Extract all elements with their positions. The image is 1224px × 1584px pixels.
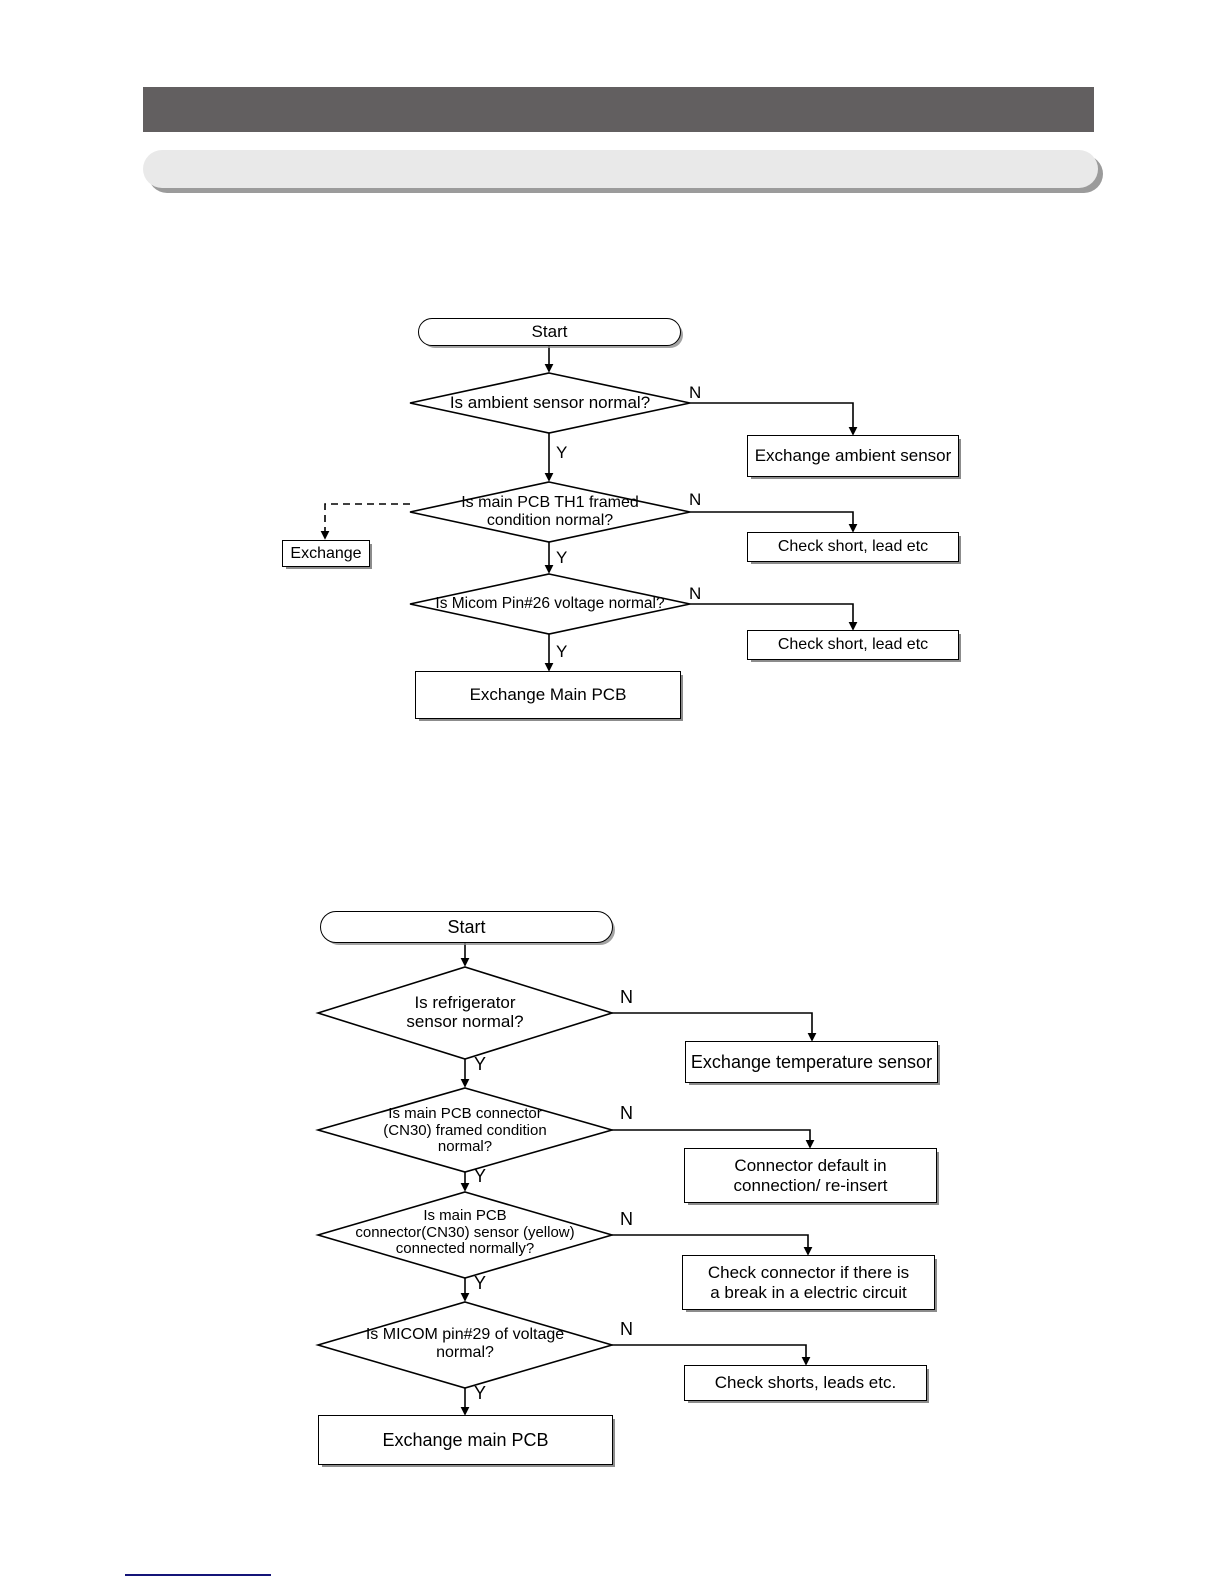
flow2-edge-label-y-2: Y bbox=[474, 1166, 487, 1186]
flow2-action-4-label: Check shorts, leads etc. bbox=[714, 1373, 897, 1393]
flow1-edge-label-n-3: N bbox=[689, 584, 702, 603]
flow2-decision-2-label-line2: (CN30) framed condition bbox=[383, 1121, 547, 1139]
flow2-edge-label-n-1: N bbox=[620, 987, 633, 1007]
flow1-action-4-label: Exchange Main PCB bbox=[469, 685, 627, 705]
flow2-start-terminator[interactable]: Start bbox=[320, 911, 613, 943]
flow2-action-exchange-temperature-sensor[interactable]: Exchange temperature sensor bbox=[685, 1041, 938, 1083]
flow2-decision-micom-pin29[interactable]: Is MICOM pin#29 of voltage normal? bbox=[330, 1323, 600, 1365]
flow2-edge-label-y-4: Y bbox=[474, 1383, 487, 1403]
flow2-action-2-label-line1: Connector default in bbox=[734, 1156, 887, 1176]
flow1-start-label: Start bbox=[531, 322, 568, 342]
flow1-action-2-label: Check short, lead etc bbox=[777, 538, 929, 556]
flow1-edge-label-y-1: Y bbox=[556, 443, 568, 462]
page-subheader-bar bbox=[143, 150, 1098, 188]
flow1-start-terminator[interactable]: Start bbox=[418, 318, 681, 346]
flow2-decision-1-label-line2: sensor normal? bbox=[406, 1012, 524, 1031]
flow2-decision-4-label-line1: Is MICOM pin#29 of voltage bbox=[365, 1326, 565, 1344]
flow1-decision-pcb-th1[interactable]: Is main PCB TH1 framed condition normal? bbox=[420, 492, 680, 532]
flow2-edge-label-y-1: Y bbox=[474, 1054, 487, 1074]
flow1-action-exchange-main-pcb[interactable]: Exchange Main PCB bbox=[415, 671, 681, 719]
flow2-action-3-label-line1: Check connector if there is bbox=[707, 1263, 910, 1283]
flow2-decision-4-label-line2: normal? bbox=[436, 1344, 494, 1361]
flow1-action-exchange-ambient-sensor[interactable]: Exchange ambient sensor bbox=[747, 435, 959, 477]
flow2-action-1-label: Exchange temperature sensor bbox=[690, 1051, 933, 1072]
flow2-action-5-label: Exchange main PCB bbox=[382, 1429, 549, 1450]
flow2-action-2-label-line2: connection/ re-insert bbox=[733, 1175, 888, 1195]
footer-divider-rule bbox=[125, 1574, 271, 1576]
flow1-decision-2-label-line1: Is main PCB TH1 framed bbox=[461, 494, 639, 512]
flow2-decision-pcb-connector-framed[interactable]: Is main PCB connector (CN30) framed cond… bbox=[335, 1103, 595, 1159]
page-header-bar bbox=[143, 87, 1094, 132]
flow1-decision-2-label-line2: condition normal? bbox=[486, 512, 614, 529]
flow2-decision-refrigerator-sensor[interactable]: Is refrigerator sensor normal? bbox=[335, 990, 595, 1034]
flow1-decision-ambient-sensor[interactable]: Is ambient sensor normal? bbox=[420, 392, 680, 414]
flow1-edge-label-y-2: Y bbox=[556, 548, 568, 567]
flow1-edge-label-y-3: Y bbox=[556, 642, 568, 661]
flow2-edge-label-n-4: N bbox=[620, 1319, 633, 1339]
flow2-decision-3-label-line2: connector(CN30) sensor (yellow) bbox=[355, 1223, 575, 1241]
flow1-action-check-short-lead-2[interactable]: Check short, lead etc bbox=[747, 630, 959, 660]
flow1-decision-micom-pin26[interactable]: Is Micom Pin#26 voltage normal? bbox=[412, 594, 688, 614]
flow1-edge-label-n-1: N bbox=[689, 383, 702, 402]
flow2-decision-2-label-line3: normal? bbox=[437, 1138, 493, 1156]
flow2-decision-pcb-connector-sensor-yellow[interactable]: Is main PCB connector(CN30) sensor (yell… bbox=[322, 1204, 608, 1262]
flow2-decision-1-label-line1: Is refrigerator bbox=[414, 992, 516, 1012]
flow2-action-check-shorts-leads[interactable]: Check shorts, leads etc. bbox=[684, 1365, 927, 1401]
flow1-action-3-label: Check short, lead etc bbox=[777, 636, 929, 654]
flow1-action-exchange[interactable]: Exchange bbox=[282, 540, 370, 567]
flow2-action-exchange-main-pcb[interactable]: Exchange main PCB bbox=[318, 1415, 613, 1465]
flow2-edge-label-n-3: N bbox=[620, 1209, 633, 1229]
flow2-decision-3-label-line3: connected normally? bbox=[395, 1240, 535, 1258]
flow1-edge-label-n-2: N bbox=[689, 490, 702, 509]
flow1-decision-3-label: Is Micom Pin#26 voltage normal? bbox=[435, 595, 665, 613]
flow2-start-label: Start bbox=[447, 916, 486, 937]
flow2-action-3-label-line2: a break in a electric circuit bbox=[710, 1282, 907, 1302]
flow2-decision-3-label-line1: Is main PCB bbox=[423, 1206, 507, 1224]
flow1-decision-1-label: Is ambient sensor normal? bbox=[449, 393, 651, 413]
flow1-action-1-label: Exchange ambient sensor bbox=[754, 446, 952, 466]
flow2-action-check-connector-break[interactable]: Check connector if there is a break in a… bbox=[682, 1255, 935, 1310]
flow1-action-check-short-lead-1[interactable]: Check short, lead etc bbox=[747, 532, 959, 562]
flow1-action-5-label: Exchange bbox=[290, 544, 362, 562]
flow2-edge-label-y-3: Y bbox=[474, 1273, 487, 1293]
flow2-decision-2-label-line1: Is main PCB connector bbox=[388, 1104, 542, 1122]
flow2-action-connector-default[interactable]: Connector default in connection/ re-inse… bbox=[684, 1148, 937, 1203]
flow2-edge-label-n-2: N bbox=[620, 1103, 633, 1123]
